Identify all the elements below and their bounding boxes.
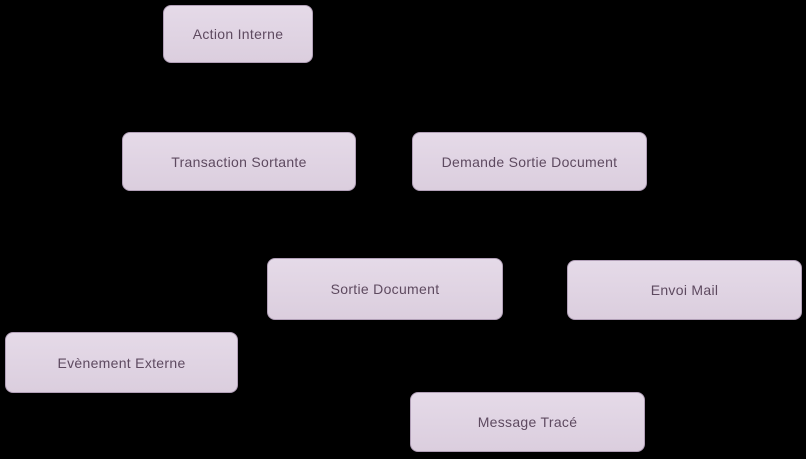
node-message-trace[interactable]: Message Tracé	[410, 392, 645, 452]
node-label: Sortie Document	[330, 281, 440, 297]
node-label: Evènement Externe	[57, 354, 186, 371]
node-evenement-externe[interactable]: Evènement Externe	[5, 332, 238, 393]
node-sortie-document[interactable]: Sortie Document	[267, 258, 503, 320]
edge-envoi-mail-to-message-trace	[606, 314, 685, 398]
node-label: Demande Sortie Document	[441, 153, 618, 170]
edge-transaction-sortante-to-sortie-document	[280, 185, 298, 264]
node-label: Action Interne	[192, 26, 284, 42]
node-action-interne[interactable]: Action Interne	[163, 5, 313, 63]
node-envoi-mail[interactable]: Envoi Mail	[567, 260, 802, 320]
node-label: Envoi Mail	[650, 282, 719, 298]
node-transaction-sortante[interactable]: Transaction Sortante	[122, 132, 356, 191]
node-label: Transaction Sortante	[171, 153, 307, 170]
edge-transaction-sortante-to-evenement-externe	[177, 185, 183, 338]
node-demande-sortie-document[interactable]: Demande Sortie Document	[412, 132, 647, 191]
edge-demande-sortie-document-to-sortie-document	[442, 185, 469, 264]
node-label: Message Tracé	[477, 414, 578, 430]
